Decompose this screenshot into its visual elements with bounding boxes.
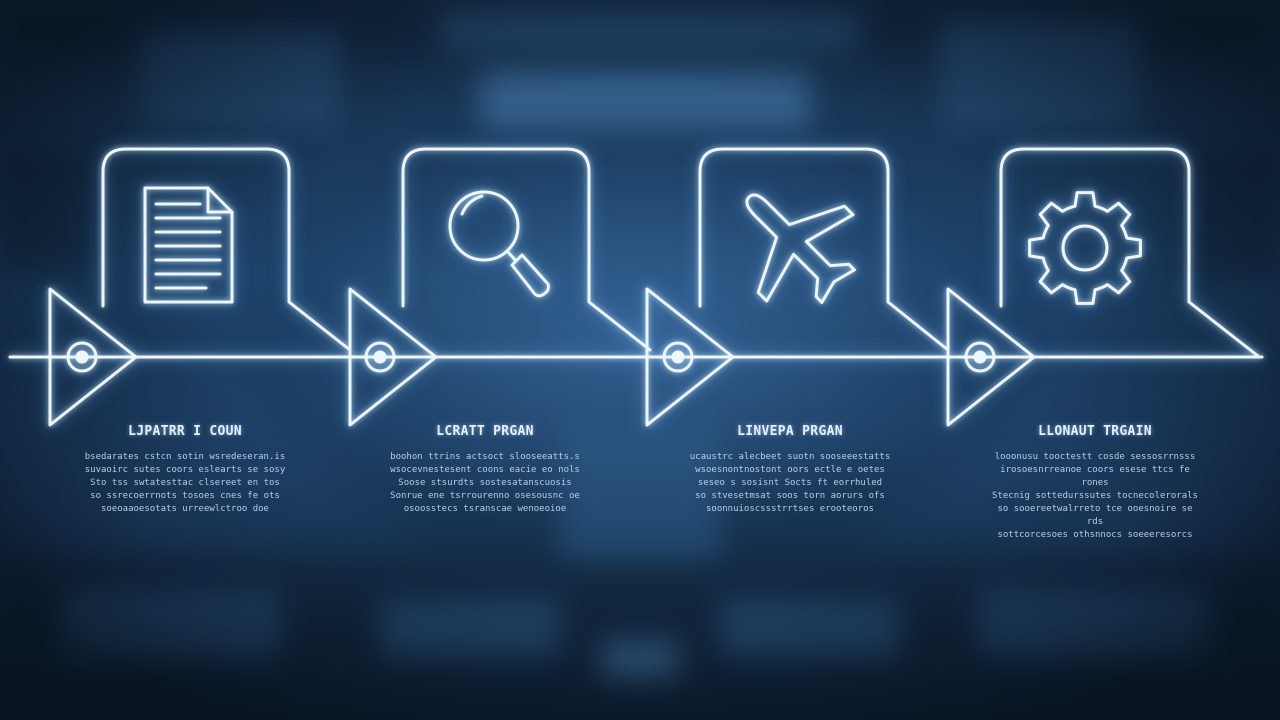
step-3-arrow (645, 287, 735, 427)
step-1-title: LJPATRR I COUN (128, 424, 242, 439)
step-2-text: LCRATT PRGAN boohon ttrins actsoct sloos… (380, 424, 590, 516)
step-2-description: boohon ttrins actsoct slooseeatts.s wsoc… (390, 452, 580, 514)
magnifier-icon (448, 190, 550, 298)
step-1-description: bsedarates cstcn sotin wsredeseran.is su… (84, 452, 286, 514)
step-3-text: LINVEPA PRGAN ucaustrc alecbeet suotn so… (685, 424, 895, 516)
step-4-title: LLONAUT TRGAIN (1038, 424, 1152, 439)
step-1-node (66, 341, 98, 373)
step-1-card (48, 147, 352, 427)
step-4-arrow (946, 287, 1036, 427)
gear-icon (1028, 191, 1142, 305)
step-4-node (964, 341, 996, 373)
step-2-title: LCRATT PRGAN (436, 424, 534, 439)
step-4-description: looonusu tooctestt cosde sessosrrnsss ir… (992, 452, 1198, 540)
step-1-arrow (48, 287, 138, 427)
airplane-icon (745, 193, 856, 304)
step-2-node (364, 341, 396, 373)
step-1-text: LJPATRR I COUN bsedarates cstcn sotin ws… (80, 424, 290, 516)
step-2-card (348, 147, 652, 427)
step-3-description: ucaustrc alecbeet suotn sooseeestatts ws… (689, 452, 891, 514)
step-4-text: LLONAUT TRGAIN looonusu tooctestt cosde … (990, 424, 1200, 542)
step-2-arrow (348, 287, 438, 427)
step-3-card (645, 147, 950, 427)
document-icon (143, 186, 234, 304)
step-3-node (662, 341, 694, 373)
step-3-title: LINVEPA PRGAN (737, 424, 843, 439)
step-4-card (946, 147, 1260, 427)
